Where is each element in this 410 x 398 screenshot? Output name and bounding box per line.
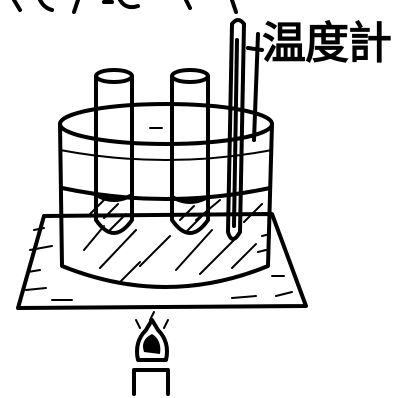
burner (132, 311, 170, 396)
tray-mat (16, 212, 308, 310)
thermometer-label: 温度計 (262, 18, 392, 69)
water-surface (60, 186, 272, 201)
test-tube-right (170, 68, 210, 235)
cropped-top-strokes (12, 0, 238, 14)
beaker (58, 102, 274, 289)
thermometer (226, 18, 264, 241)
test-tube-left (94, 68, 134, 235)
